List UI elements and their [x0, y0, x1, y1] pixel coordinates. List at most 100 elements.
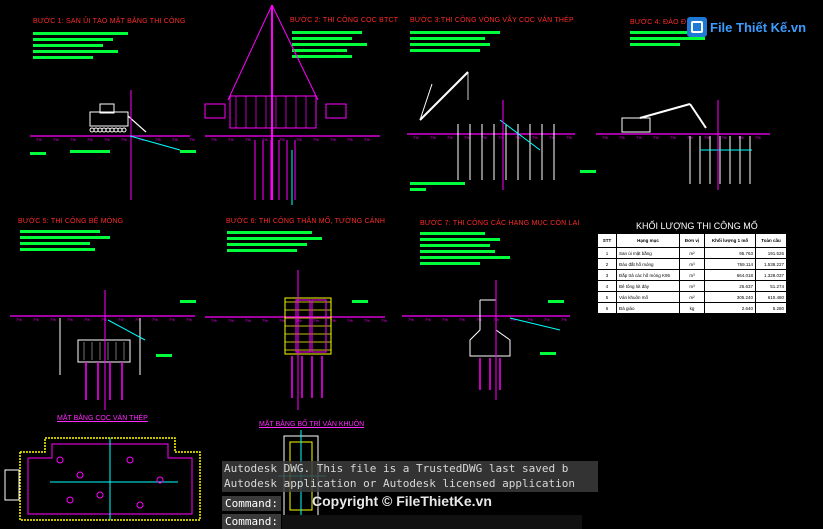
bulldozer-track	[117, 127, 123, 133]
dim-note	[410, 182, 465, 185]
step-2-notes	[292, 37, 352, 40]
ground-hatch: 7%	[36, 137, 42, 142]
ground-hatch: 7%	[245, 318, 251, 323]
level-note	[580, 170, 596, 173]
ground-hatch: 7%	[544, 317, 550, 322]
sheet-pile-outline	[19, 437, 201, 521]
cell-unit: m²	[679, 247, 705, 259]
cell-item: Đào đất hố móng	[616, 258, 680, 270]
excavator-bucket-arm	[689, 103, 707, 129]
cell-stt: 4	[597, 280, 617, 292]
ground-hatch: 7%	[70, 137, 76, 142]
step-2-notes	[292, 43, 367, 46]
step-6-title: BƯỚC 6: THI CÔNG THÂN MỐ, TƯỜNG CÁNH	[226, 218, 386, 225]
step-1-notes	[33, 38, 113, 41]
ground-hatch: 7%	[381, 318, 387, 323]
ground-hatch: 7%	[313, 137, 319, 142]
ground-hatch: 7%	[152, 317, 158, 322]
step-6-notes	[227, 243, 307, 246]
step-4-notes	[630, 43, 680, 46]
slope-line	[129, 135, 181, 151]
cell-volume-one: 95.763	[703, 247, 757, 259]
ground-hatch: 7%	[347, 318, 353, 323]
cell-volume-one: 25.637	[703, 280, 757, 292]
ground-hatch: 7%	[33, 317, 39, 322]
ground-hatch: 7%	[228, 318, 234, 323]
step-6-notes	[227, 237, 322, 240]
step-7-notes	[420, 262, 480, 265]
ground-hatch: 7%	[50, 317, 56, 322]
excavator-arm	[639, 103, 691, 119]
ground-hatch: 7%	[296, 318, 302, 323]
cell-unit: m²	[679, 291, 705, 303]
console-line-1: Autodesk DWG. This file is a TrustedDWG …	[224, 462, 569, 475]
ground-hatch: 7%	[549, 135, 555, 140]
cell-item: Đà giáo	[616, 302, 680, 314]
ground-hatch: 7%	[135, 317, 141, 322]
ground-hatch: 7%	[279, 318, 285, 323]
ground-hatch: 7%	[755, 135, 761, 140]
copyright-watermark: Copyright © FileThietKe.vn	[312, 493, 492, 509]
dim-note	[70, 150, 110, 153]
ground-hatch: 7%	[245, 137, 251, 142]
ground-hatch: 7%	[121, 137, 127, 142]
ground-hatch: 7%	[653, 135, 659, 140]
step-3-notes	[410, 49, 480, 52]
ground-hatch: 7%	[186, 317, 192, 322]
ground-hatch: 7%	[636, 135, 642, 140]
pile-marker	[126, 456, 134, 464]
volume-table-header: STT Hạng mục Đơn vị Khối lượng 1 mố Toàn…	[597, 233, 787, 248]
abutment-wall	[295, 299, 311, 353]
ground-hatch: 7%	[101, 317, 107, 322]
step-3-title: BƯỚC 3:THI CÔNG VÒNG VÂY CỌC VÁN THÉP	[410, 17, 574, 24]
cell-volume-total: 610.480	[755, 291, 787, 303]
cell-volume-one: 769.114	[703, 258, 757, 270]
step-5-title: BƯỚC 5: THI CÔNG BỆ MÓNG	[18, 218, 124, 225]
crane-stay	[419, 83, 433, 121]
slope-line	[509, 317, 561, 331]
bulldozer-track	[97, 127, 103, 133]
ground-hatch: 7%	[104, 137, 110, 142]
console-line-2: Autodesk application or Autodesk license…	[224, 477, 575, 490]
ground-hatch: 7%	[172, 137, 178, 142]
step-1-notes	[33, 44, 103, 47]
pile-marker	[156, 476, 164, 484]
bulldozer-track	[109, 127, 115, 133]
command-history: Autodesk DWG. This file is a TrustedDWG …	[222, 461, 598, 492]
step-3-notes	[410, 31, 500, 34]
step-6-notes	[227, 231, 312, 234]
ground-hatch: 7%	[566, 135, 572, 140]
crane-boom	[419, 71, 469, 121]
step-3-notes	[410, 43, 490, 46]
step-5-notes	[20, 236, 110, 239]
step-3-notes	[410, 37, 485, 40]
cell-unit: m³	[679, 258, 705, 270]
ground-hatch: 7%	[481, 135, 487, 140]
ground-hatch: 7%	[211, 137, 217, 142]
command-prompt-1: Command:	[222, 496, 281, 511]
ground-hatch: 7%	[430, 135, 436, 140]
command-input[interactable]	[282, 515, 582, 529]
bulldozer-track	[89, 127, 95, 133]
ground-hatch: 7%	[279, 137, 285, 142]
plan-legend	[4, 469, 20, 501]
ground-hatch: 7%	[313, 318, 319, 323]
abutment-outline	[469, 299, 511, 357]
cell-volume-total: 1.328.037	[755, 269, 787, 281]
volume-table-title: KHỐI LƯỢNG THI CÔNG MỐ	[636, 221, 758, 231]
cell-stt: 5	[597, 291, 617, 303]
ground-hatch: 7%	[262, 318, 268, 323]
cell-item: Ván khuôn mố	[616, 291, 680, 303]
header-stt: STT	[597, 233, 617, 248]
ground-hatch: 7%	[189, 137, 195, 142]
pile-marker	[96, 491, 104, 499]
ground-hatch: 7%	[425, 317, 431, 322]
bulldozer-track	[121, 127, 127, 133]
level-note	[156, 354, 172, 357]
ground-hatch: 7%	[169, 317, 175, 322]
header-unit: Đơn vị	[679, 233, 705, 248]
logo-icon	[687, 17, 707, 37]
